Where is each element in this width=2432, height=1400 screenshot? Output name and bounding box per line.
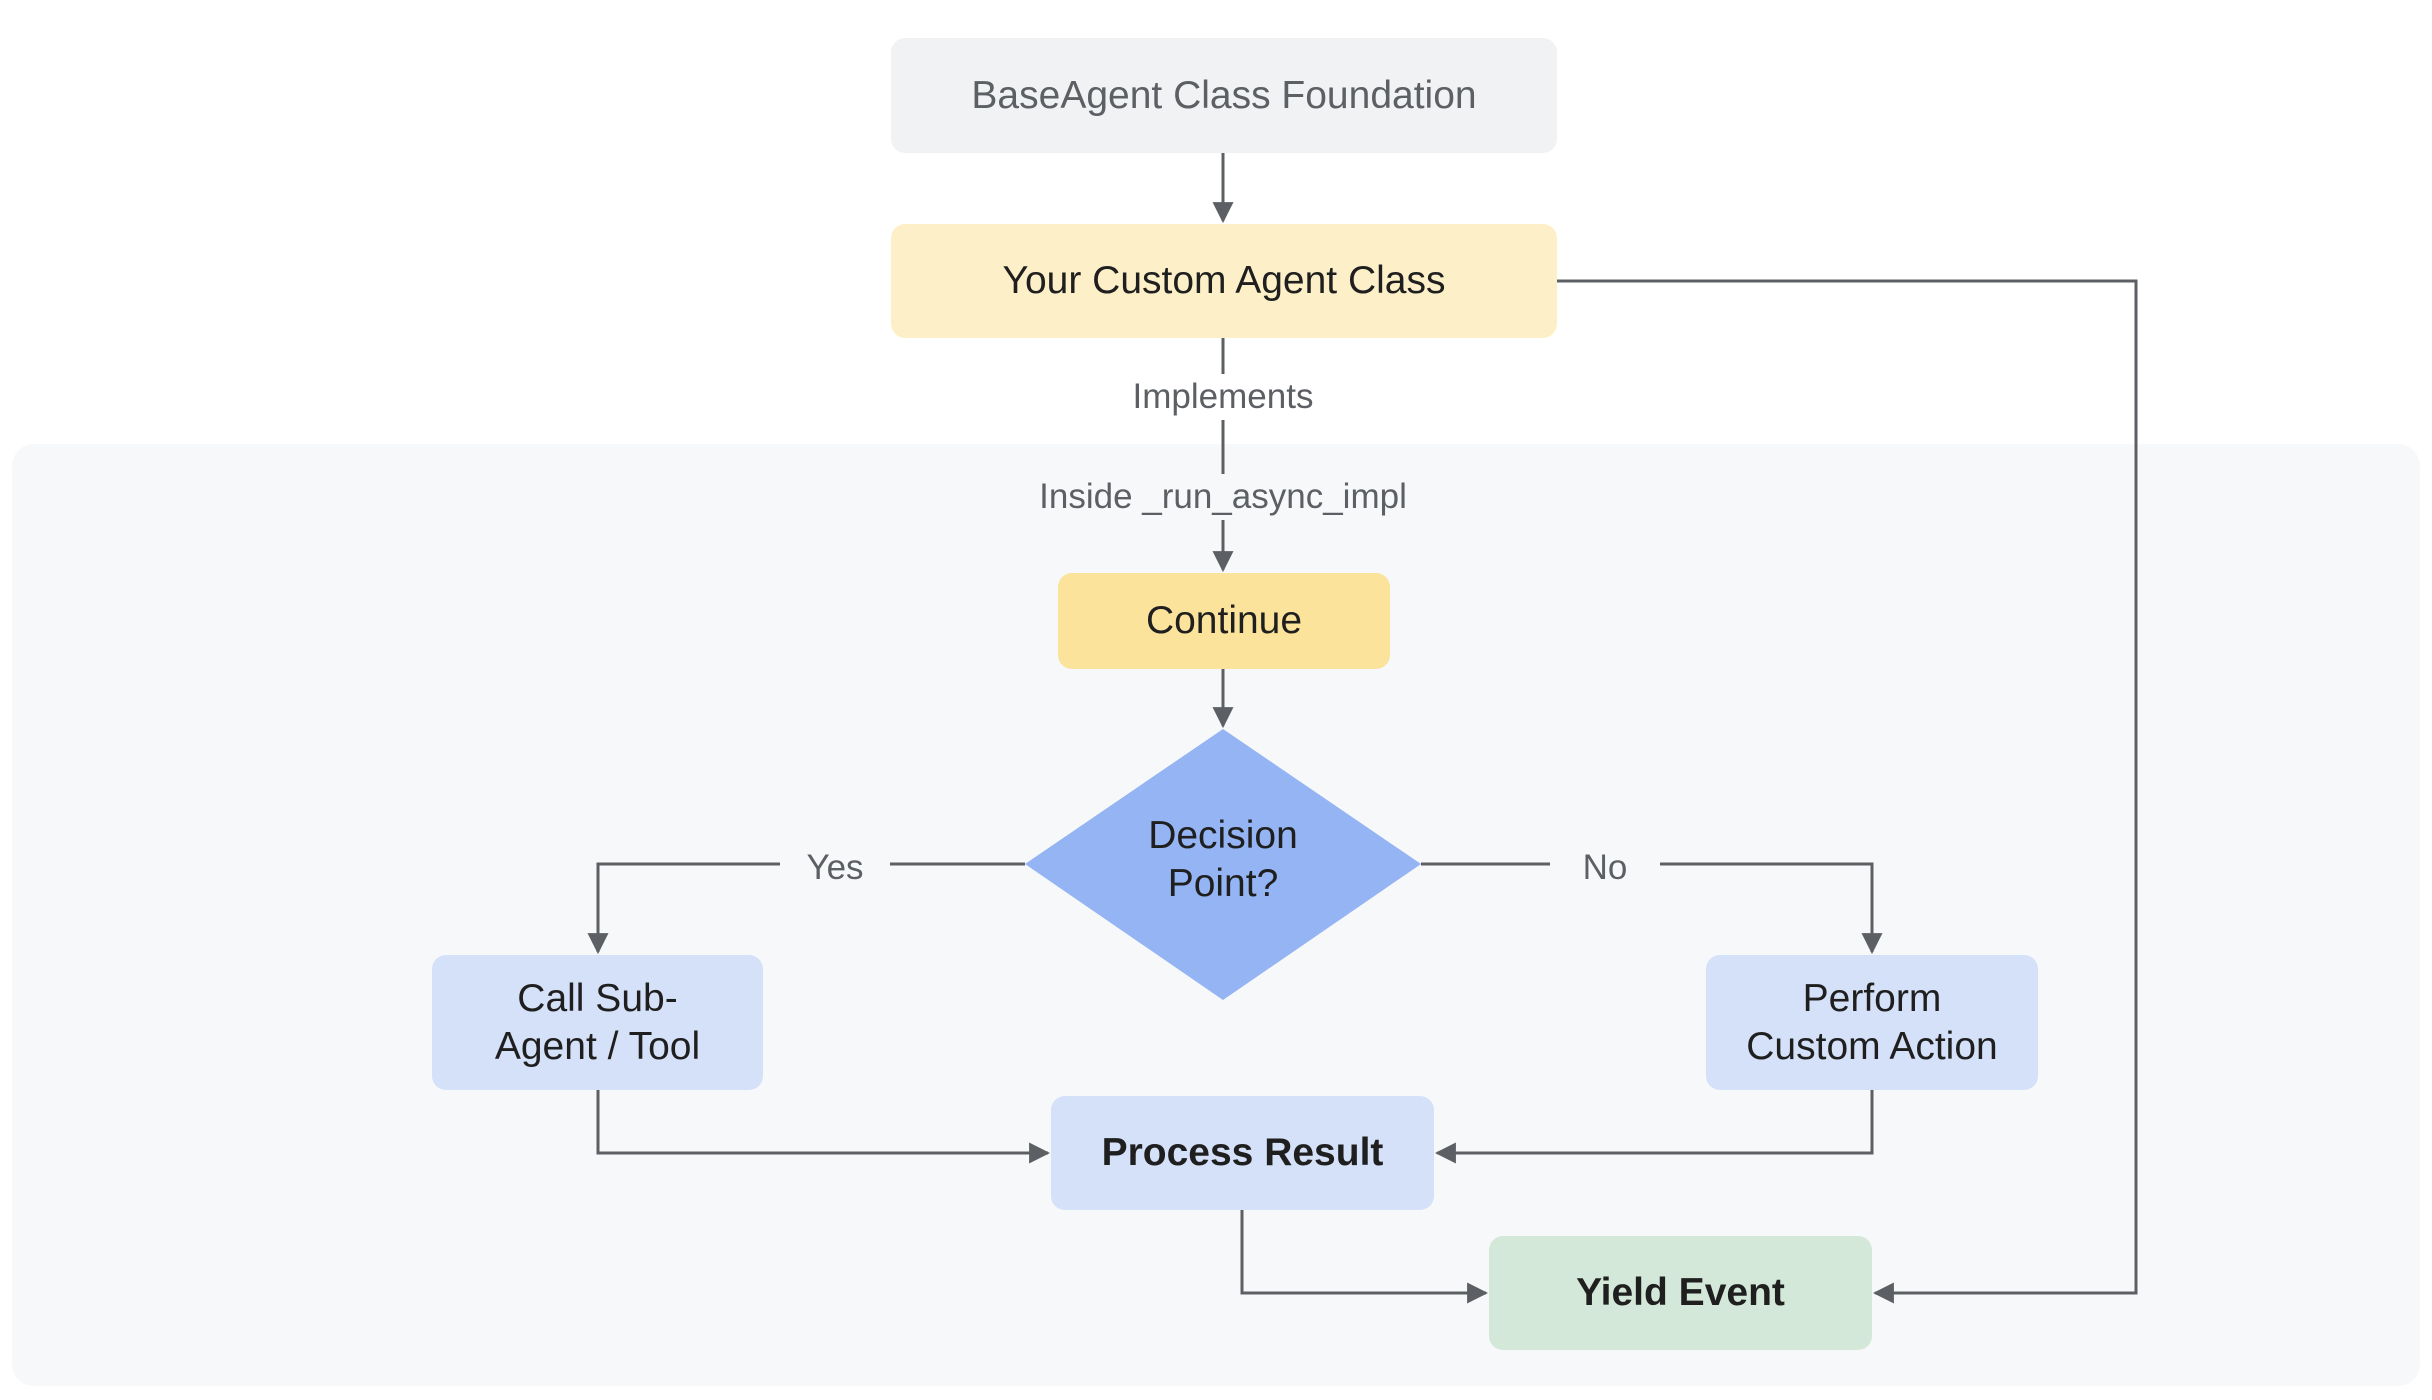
decision-point-label: Decision Point? — [1148, 814, 1298, 905]
decision-diamond — [1025, 729, 1421, 1000]
call-sub-agent-tool-node: Call Sub- Agent / Tool — [432, 955, 763, 1090]
yes-label: Yes — [780, 845, 890, 891]
process-result-node: Process Result — [1051, 1096, 1434, 1210]
perform-custom-action-node: Perform Custom Action — [1706, 955, 2038, 1090]
edge-process-to-yield — [1240, 1210, 1489, 1304]
your-custom-agent-class-node: Your Custom Agent Class — [891, 224, 1557, 338]
yield-event-node: Yield Event — [1489, 1236, 1872, 1350]
call-sub-agent-tool-label: Call Sub- Agent / Tool — [494, 976, 701, 1068]
implements-label: Implements — [1073, 374, 1373, 420]
edge-call-to-process — [596, 1090, 1051, 1164]
yield-event-label: Yield Event — [1576, 1271, 1785, 1314]
edge-custom-to-yield — [1557, 279, 2138, 1304]
continue-node: Continue — [1058, 573, 1390, 669]
edge-perform-to-process — [1434, 1090, 1874, 1164]
your-custom-agent-class-label: Your Custom Agent Class — [1002, 259, 1446, 302]
perform-custom-action-label: Perform Custom Action — [1746, 976, 1998, 1068]
process-result-label: Process Result — [1101, 1131, 1384, 1174]
continue-label: Continue — [1145, 599, 1303, 642]
baseagent-class-foundation-node: BaseAgent Class Foundation — [891, 38, 1557, 153]
no-label: No — [1550, 845, 1660, 891]
baseagent-class-foundation-label: BaseAgent Class Foundation — [971, 73, 1477, 117]
inside-run-async-impl-label: Inside _run_async_impl — [1000, 474, 1446, 520]
